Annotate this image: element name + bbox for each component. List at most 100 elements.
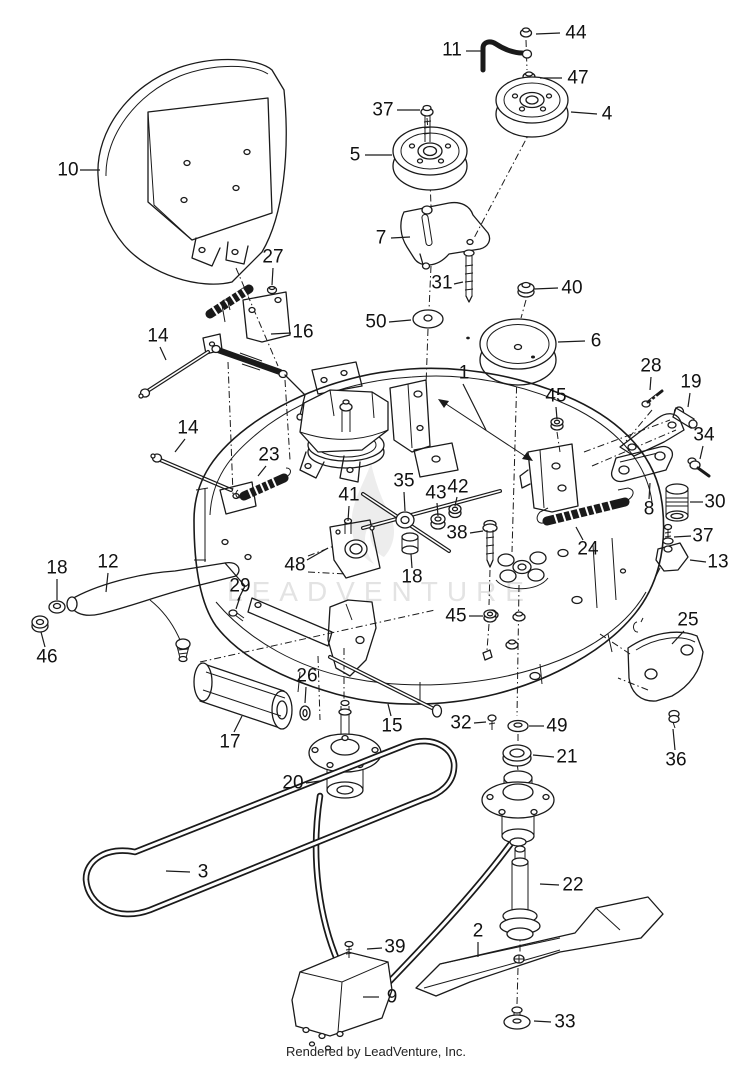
part-number-label[interactable]: 14 bbox=[177, 418, 199, 439]
callout-11[interactable]: 11 bbox=[442, 40, 482, 61]
callout-41[interactable]: 41 bbox=[338, 485, 360, 522]
part-number-label[interactable]: 21 bbox=[556, 747, 577, 768]
callout-10[interactable]: 10 bbox=[57, 160, 100, 181]
callout-40[interactable]: 40 bbox=[533, 278, 583, 299]
callout-8[interactable]: 8 bbox=[644, 482, 655, 520]
callout-12[interactable]: 12 bbox=[97, 552, 119, 593]
callout-9[interactable]: 9 bbox=[363, 987, 397, 1008]
part-number-label[interactable]: 13 bbox=[707, 552, 728, 573]
callout-46[interactable]: 46 bbox=[36, 631, 58, 668]
callout-13[interactable]: 13 bbox=[689, 552, 729, 573]
part-number-label[interactable]: 9 bbox=[387, 987, 398, 1008]
part-number-label[interactable]: 28 bbox=[640, 356, 661, 377]
part-number-label[interactable]: 14 bbox=[147, 326, 169, 347]
callout-34[interactable]: 34 bbox=[693, 425, 715, 460]
part-number-label[interactable]: 16 bbox=[292, 322, 313, 343]
callout-38[interactable]: 38 bbox=[446, 523, 484, 544]
callout-16[interactable]: 16 bbox=[270, 322, 314, 343]
part-number-label[interactable]: 23 bbox=[258, 445, 279, 466]
callout-49[interactable]: 49 bbox=[529, 716, 568, 737]
part-number-label[interactable]: 1 bbox=[459, 363, 470, 384]
callout-26[interactable]: 26 bbox=[296, 666, 318, 704]
part-number-label[interactable]: 38 bbox=[446, 523, 467, 544]
part-number-label[interactable]: 30 bbox=[704, 492, 725, 513]
part-number-label[interactable]: 5 bbox=[350, 145, 361, 166]
callout-3[interactable]: 3 bbox=[165, 862, 209, 883]
part-number-label[interactable]: 12 bbox=[97, 552, 118, 573]
part-number-label[interactable]: 8 bbox=[644, 499, 655, 520]
callout-45[interactable]: 45 bbox=[545, 386, 567, 420]
callout-28[interactable]: 28 bbox=[640, 356, 662, 391]
part-number-label[interactable]: 19 bbox=[680, 372, 701, 393]
callout-14[interactable]: 14 bbox=[147, 326, 169, 361]
callout-21[interactable]: 21 bbox=[532, 747, 578, 768]
callout-44[interactable]: 44 bbox=[535, 23, 587, 44]
part-number-label[interactable]: 50 bbox=[365, 312, 386, 333]
callout-36[interactable]: 36 bbox=[665, 728, 687, 771]
part-number-label[interactable]: 35 bbox=[393, 471, 414, 492]
part-number-label[interactable]: 27 bbox=[262, 247, 283, 268]
part-number-label[interactable]: 47 bbox=[567, 68, 588, 89]
part-number-label[interactable]: 48 bbox=[284, 555, 305, 576]
part-number-label[interactable]: 40 bbox=[561, 278, 582, 299]
callout-23[interactable]: 23 bbox=[257, 445, 280, 477]
part-number-label[interactable]: 3 bbox=[198, 862, 209, 883]
callout-50[interactable]: 50 bbox=[365, 312, 412, 333]
callout-19[interactable]: 19 bbox=[680, 372, 702, 408]
callout-29[interactable]: 29 bbox=[229, 576, 251, 610]
part-number-label[interactable]: 36 bbox=[665, 750, 686, 771]
callout-47[interactable]: 47 bbox=[540, 68, 589, 89]
part-number-label[interactable]: 45 bbox=[445, 606, 466, 627]
part-number-label[interactable]: 18 bbox=[46, 558, 67, 579]
callout-30[interactable]: 30 bbox=[690, 492, 726, 513]
callout-31[interactable]: 31 bbox=[431, 273, 464, 294]
callout-18[interactable]: 18 bbox=[46, 558, 68, 601]
part-number-label[interactable]: 2 bbox=[473, 921, 484, 942]
part-number-label[interactable]: 7 bbox=[376, 228, 387, 249]
part-number-label[interactable]: 25 bbox=[677, 610, 698, 631]
callout-37[interactable]: 37 bbox=[673, 526, 714, 547]
callout-45[interactable]: 45 bbox=[445, 606, 483, 627]
part-number-label[interactable]: 41 bbox=[338, 485, 359, 506]
part-number-label[interactable]: 10 bbox=[57, 160, 78, 181]
callout-5[interactable]: 5 bbox=[350, 145, 392, 166]
callout-35[interactable]: 35 bbox=[393, 471, 415, 512]
part-number-label[interactable]: 49 bbox=[546, 716, 567, 737]
callout-43[interactable]: 43 bbox=[425, 483, 447, 517]
part-number-label[interactable]: 26 bbox=[296, 666, 317, 687]
part-number-label[interactable]: 45 bbox=[545, 386, 566, 407]
callout-24[interactable]: 24 bbox=[575, 526, 599, 560]
part-number-label[interactable]: 37 bbox=[692, 526, 713, 547]
part-number-label[interactable]: 33 bbox=[554, 1012, 575, 1033]
part-number-label[interactable]: 31 bbox=[431, 273, 452, 294]
callout-22[interactable]: 22 bbox=[539, 875, 584, 896]
part-number-label[interactable]: 29 bbox=[229, 576, 250, 597]
callout-42[interactable]: 42 bbox=[447, 477, 469, 507]
part-number-label[interactable]: 11 bbox=[442, 40, 462, 61]
callout-18[interactable]: 18 bbox=[401, 553, 423, 588]
part-number-label[interactable]: 46 bbox=[36, 647, 57, 668]
callout-15[interactable]: 15 bbox=[381, 703, 403, 737]
part-number-label[interactable]: 24 bbox=[577, 539, 599, 560]
part-number-label[interactable]: 37 bbox=[372, 100, 393, 121]
part-number-label[interactable]: 6 bbox=[591, 331, 602, 352]
callout-39[interactable]: 39 bbox=[366, 937, 406, 958]
part-number-label[interactable]: 17 bbox=[219, 732, 240, 753]
part-number-label[interactable]: 15 bbox=[381, 716, 402, 737]
callout-1[interactable]: 1 bbox=[459, 363, 487, 431]
part-number-label[interactable]: 20 bbox=[282, 773, 303, 794]
callout-7[interactable]: 7 bbox=[376, 228, 411, 249]
part-number-label[interactable]: 32 bbox=[450, 713, 471, 734]
callout-32[interactable]: 32 bbox=[450, 713, 487, 734]
callout-48[interactable]: 48 bbox=[284, 547, 329, 576]
part-number-label[interactable]: 43 bbox=[425, 483, 446, 504]
part-number-label[interactable]: 42 bbox=[447, 477, 468, 498]
part-number-label[interactable]: 22 bbox=[562, 875, 583, 896]
callout-17[interactable]: 17 bbox=[219, 715, 243, 753]
callout-27[interactable]: 27 bbox=[262, 247, 284, 286]
callout-20[interactable]: 20 bbox=[282, 773, 321, 794]
callout-4[interactable]: 4 bbox=[570, 104, 613, 125]
callout-2[interactable]: 2 bbox=[473, 921, 484, 958]
part-number-label[interactable]: 39 bbox=[384, 937, 405, 958]
callout-25[interactable]: 25 bbox=[671, 610, 699, 645]
